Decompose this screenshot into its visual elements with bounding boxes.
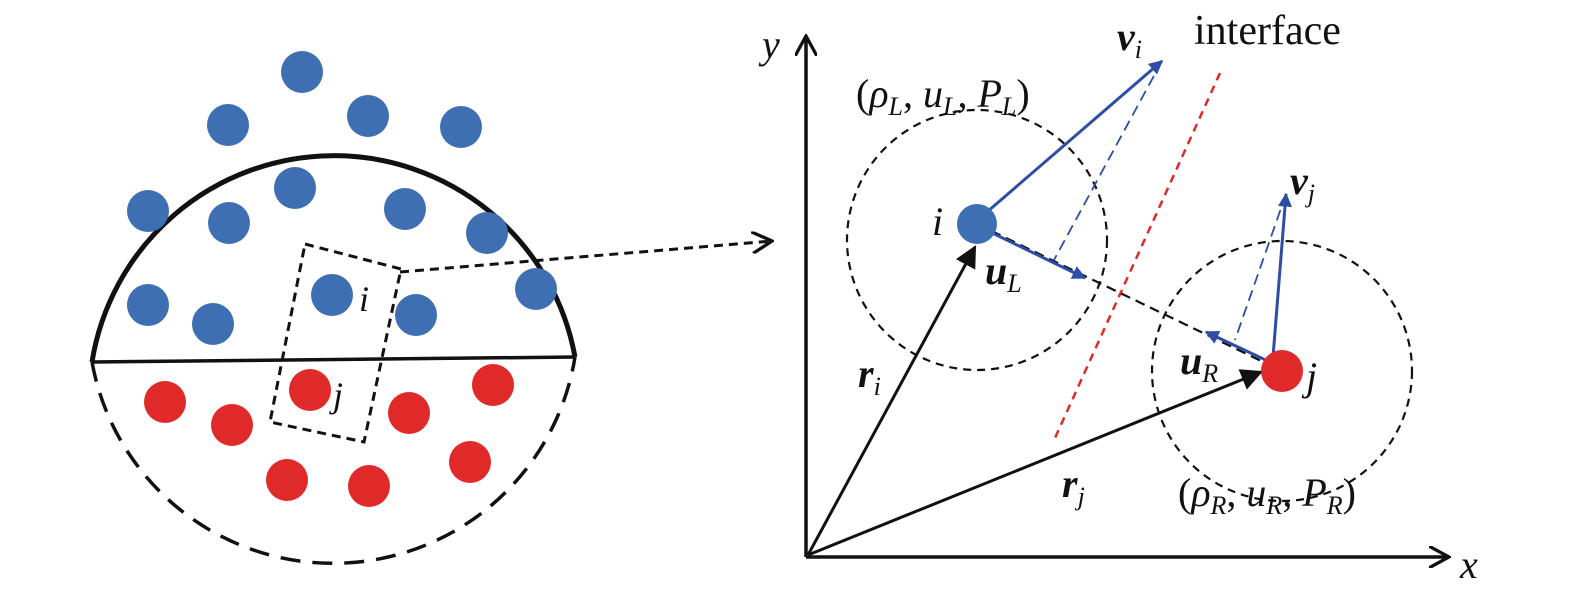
red-particles xyxy=(144,364,514,507)
blue-particle xyxy=(192,303,234,345)
projection-dash-j xyxy=(1234,193,1287,341)
blue-particle xyxy=(395,294,437,336)
domain-upper-arc xyxy=(89,153,578,363)
left-panel: i j xyxy=(89,51,578,566)
blue-particle xyxy=(515,268,557,310)
position-vector-r-j xyxy=(807,369,1264,557)
left-label-j: j xyxy=(329,375,343,415)
label-r-j: rj xyxy=(1062,461,1085,511)
red-particle xyxy=(211,404,253,446)
blue-particle xyxy=(466,212,508,254)
blue-particle xyxy=(347,95,389,137)
red-particle xyxy=(472,364,514,406)
label-v-i: vi xyxy=(1117,14,1142,64)
state-right-label: (ρR, uR, PR) xyxy=(1178,470,1356,520)
support-circle-i xyxy=(845,108,1109,372)
state-left-label: (ρL, uL, PL) xyxy=(856,71,1030,121)
y-axis-label: y xyxy=(758,22,780,67)
label-r-i: ri xyxy=(858,351,881,401)
velocity-vector-u-L xyxy=(981,226,1087,280)
blue-particle xyxy=(127,190,169,232)
zoom-region-dashed-box xyxy=(268,242,403,444)
particle-connection-line xyxy=(976,223,1283,372)
velocity-vector-v-j xyxy=(1271,192,1292,358)
blue-particle xyxy=(281,51,323,93)
particle-j-label: j xyxy=(1301,354,1317,399)
label-u-L: uL xyxy=(985,248,1022,298)
blue-particles xyxy=(127,51,557,345)
red-particle xyxy=(144,381,186,423)
projection-dash-i xyxy=(1053,60,1163,261)
label-v-j: vj xyxy=(1290,158,1315,208)
velocity-vector-u-R xyxy=(1204,330,1273,365)
blue-particle xyxy=(440,106,482,148)
position-vector-r-i xyxy=(806,245,977,556)
domain-lower-dashed-arc xyxy=(90,356,577,566)
x-axis-label: x xyxy=(1459,542,1478,587)
interface-label: interface xyxy=(1194,8,1341,54)
velocity-vector-v-i xyxy=(979,59,1164,220)
left-label-i: i xyxy=(359,279,369,319)
right-panel: y x interface i j vi vj xyxy=(758,8,1478,587)
red-particle xyxy=(449,441,491,483)
red-particle xyxy=(388,392,430,434)
blue-particle xyxy=(274,167,316,209)
material-interface-line xyxy=(91,355,576,364)
red-particle xyxy=(348,465,390,507)
red-particle xyxy=(289,369,331,411)
particle-i xyxy=(957,204,997,244)
blue-particle xyxy=(384,188,426,230)
support-circle-j xyxy=(1150,239,1414,503)
label-u-R: uR xyxy=(1180,338,1218,388)
red-particle xyxy=(266,459,308,501)
blue-particle xyxy=(207,104,249,146)
zoom-connector-arrow xyxy=(399,241,772,274)
blue-particle xyxy=(311,274,353,316)
particle-j xyxy=(1261,350,1303,392)
particle-i-label: i xyxy=(932,199,943,244)
blue-particle xyxy=(208,202,250,244)
blue-particle xyxy=(127,284,169,326)
interface-line xyxy=(1053,72,1222,439)
